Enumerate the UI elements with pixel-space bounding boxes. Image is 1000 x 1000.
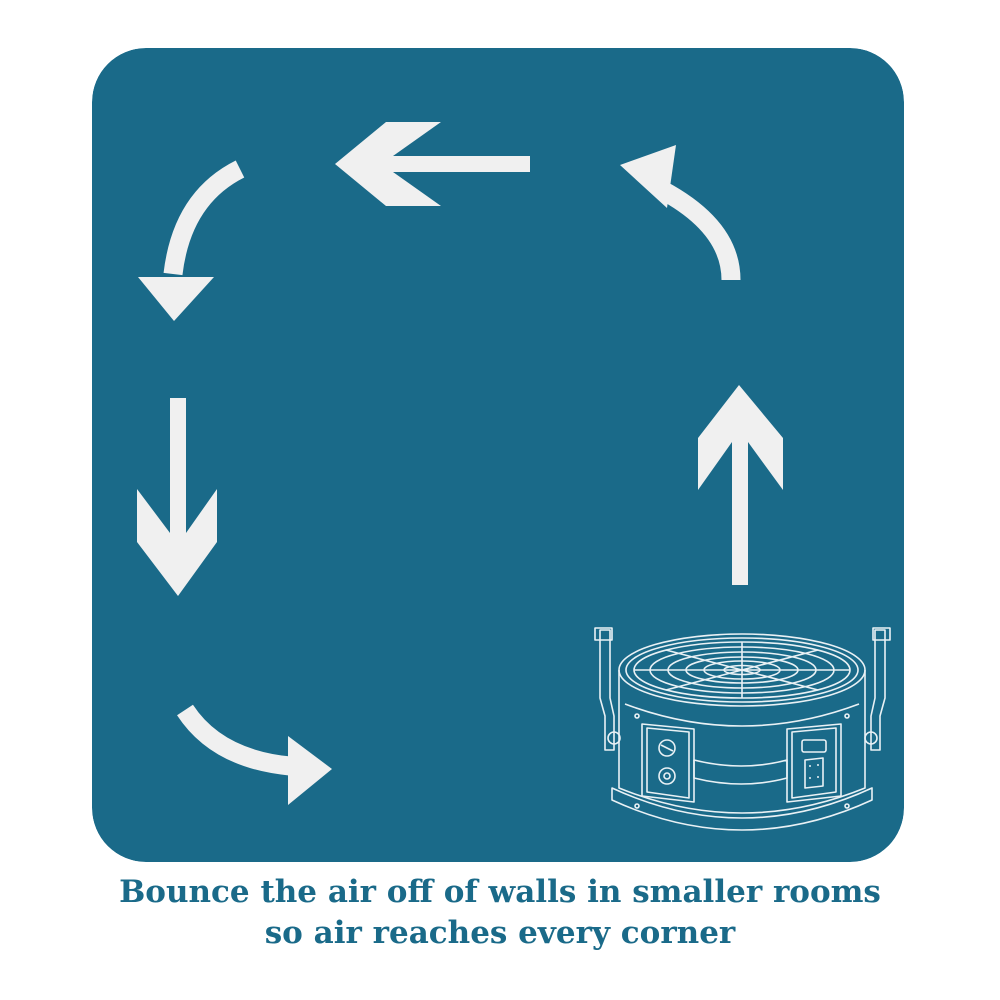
air-mover-fan-icon bbox=[594, 627, 891, 831]
airflow-diagram bbox=[92, 48, 904, 862]
arrow-up-icon bbox=[698, 385, 783, 585]
curved-arrow-right-icon bbox=[177, 704, 332, 805]
caption-line-2: so air reaches every corner bbox=[264, 915, 736, 951]
diagram-panel bbox=[92, 48, 904, 862]
arrow-down-icon bbox=[137, 398, 217, 596]
caption: Bounce the air off of walls in smaller r… bbox=[0, 872, 1000, 954]
caption-line-1: Bounce the air off of walls in smaller r… bbox=[119, 874, 881, 910]
arrow-left-icon bbox=[335, 122, 530, 206]
curved-arrow-down-left-icon bbox=[138, 160, 245, 321]
curved-arrow-up-left-icon bbox=[620, 145, 741, 281]
